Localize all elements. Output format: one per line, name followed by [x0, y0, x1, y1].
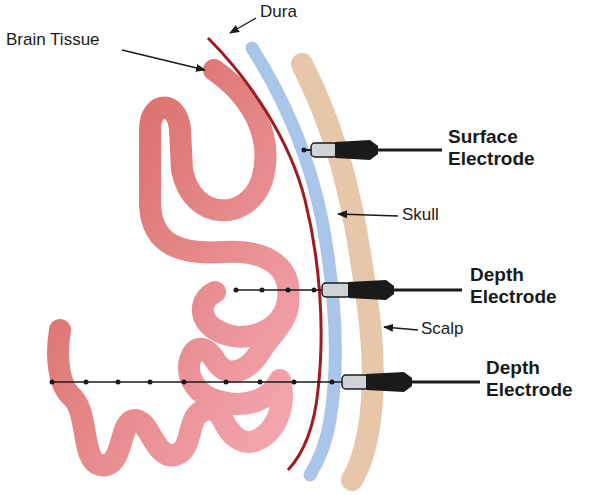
surface-electrode	[302, 140, 443, 160]
depth-electrode	[234, 280, 463, 300]
layer-label: Skull	[402, 205, 439, 225]
depth-electrode	[50, 372, 481, 392]
tissue-label: Brain Tissue	[6, 30, 100, 50]
dura-layer	[208, 38, 321, 470]
electrode-label: Surface Electrode	[448, 126, 568, 170]
layer-label: Dura	[260, 2, 297, 22]
brain-tissue	[58, 70, 288, 465]
electrode-label: Depth Electrode	[486, 357, 591, 401]
layer-label: Scalp	[421, 319, 464, 339]
leader-lines	[122, 18, 418, 330]
electrode-label: Depth Electrode	[470, 264, 590, 308]
